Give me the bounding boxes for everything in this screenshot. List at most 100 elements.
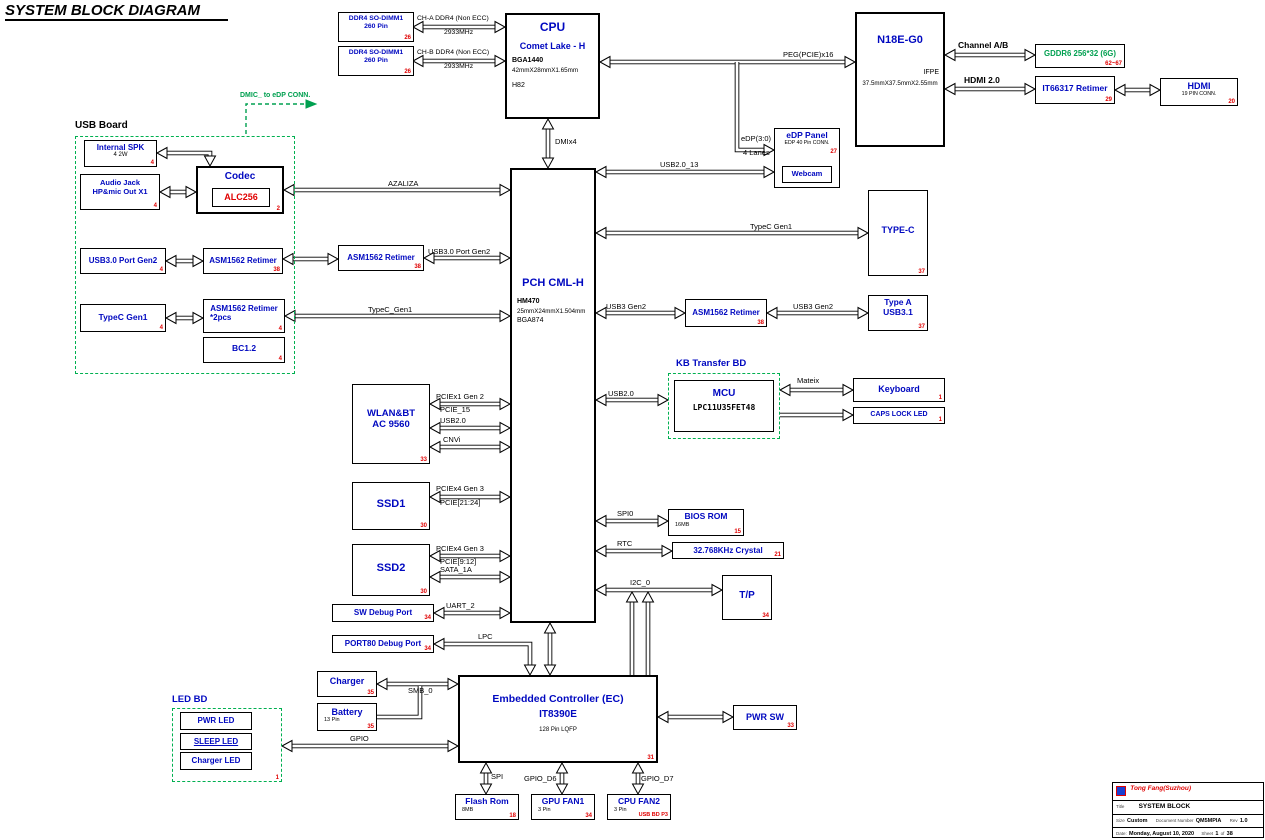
- block-asm1562-d: ASM1562 Retimer 38: [685, 299, 767, 327]
- block-keyboard: Keyboard 1: [853, 378, 945, 402]
- typec-gen1-ref: 4: [159, 325, 163, 331]
- net-label-pcie15: PCIE_15: [440, 405, 471, 414]
- net-label-pcie2124: PCIE[21:24]: [440, 498, 481, 507]
- typec-gen1-title: TypeC Gen1: [98, 312, 148, 322]
- kb-transfer-bd-label: KB Transfer BD: [676, 358, 747, 369]
- block-edp-panel: eDP Panel EDP 40 Pin CONN. Webcam 27: [774, 128, 840, 188]
- block-charger-led: Charger LED: [180, 752, 252, 770]
- gpu-dimensions: 37.5mmX37.5mmX2.55mm: [862, 79, 938, 87]
- asm1562-c-line1: ASM1562 Retimer: [210, 304, 278, 313]
- net-label-channel-ab: Channel A/B: [958, 40, 1009, 50]
- date-value: Monday, August 10, 2020: [1129, 831, 1195, 837]
- doc-label: Document Number: [1155, 818, 1194, 823]
- type-c-ref: 37: [918, 269, 925, 275]
- wlan-ref: 33: [420, 457, 427, 463]
- asm1562-d-ref: 38: [757, 320, 764, 326]
- company-name: Tong Fang(Suzhou): [1130, 785, 1192, 792]
- block-sleep-led: SLEEP LED: [180, 733, 252, 750]
- block-type-c: TYPE-C 37: [868, 190, 928, 276]
- dimm1-title: DDR4 SO-DIMM1: [348, 15, 404, 22]
- block-gpu-fan1: GPU FAN1 3 Pin 34: [531, 794, 595, 820]
- doc-value: QM5MPIA: [1195, 818, 1222, 824]
- mcu-title: MCU: [712, 388, 736, 399]
- dimm2-title: DDR4 SO-DIMM1: [348, 49, 404, 56]
- ec-title: Embedded Controller (EC): [492, 693, 624, 705]
- edp-ref: 27: [830, 149, 837, 155]
- it66317-title: IT66317 Retimer: [1042, 83, 1108, 93]
- title-block: Tong Fang(Suzhou) Title SYSTEM BLOCK Siz…: [1112, 782, 1264, 838]
- block-sw-debug-port: SW Debug Port 34: [332, 604, 434, 622]
- battery-pins: 13 Pin: [324, 717, 340, 724]
- edp-title: eDP Panel: [786, 130, 828, 140]
- net-label-uart2: UART_2: [446, 601, 475, 610]
- block-dimm2: DDR4 SO-DIMM1 260 Pin 26: [338, 46, 414, 76]
- caps-led-title: CAPS LOCK LED: [870, 411, 928, 418]
- battery-ref: 35: [367, 724, 374, 730]
- block-asm1562-c: ASM1562 Retimer *2pcs 4: [203, 299, 285, 333]
- pch-dimensions: 25mmX24mmX1.504mm: [517, 307, 586, 315]
- gddr6-title: GDDR6 256*32 (6G): [1044, 49, 1116, 58]
- gpu-fan-pins: 3 Pin: [538, 806, 551, 813]
- title-block-company-row: Tong Fang(Suzhou): [1113, 783, 1263, 801]
- sheet-total: 38: [1226, 831, 1233, 837]
- touchpad-ref: 34: [762, 613, 769, 619]
- block-mcu: MCU LPC11U35FET48: [674, 380, 774, 432]
- net-label-gpio: GPIO: [350, 734, 369, 743]
- ssd2-title: SSD2: [376, 562, 406, 574]
- dimm2-ref: 26: [404, 69, 411, 75]
- net-label-usb3-gen2-b: USB3 Gen2: [793, 302, 834, 311]
- net-label-peg: PEG(PCIE)x16: [783, 50, 834, 59]
- block-port80-debug-port: PORT80 Debug Port 34: [332, 635, 434, 653]
- keyboard-title: Keyboard: [878, 384, 920, 394]
- gpu-sub: IFPE: [923, 68, 939, 76]
- crystal-title: 32.768KHz Crystal: [693, 546, 763, 555]
- net-label-dmi: DMIx4: [555, 137, 577, 146]
- block-ec: Embedded Controller (EC) IT8390E 128 Pin…: [458, 675, 658, 763]
- it66317-ref: 29: [1105, 97, 1112, 103]
- block-type-a-usb31: Type A USB3.1 37: [868, 295, 928, 331]
- block-wlan-bt: WLAN&BT AC 9560 33: [352, 384, 430, 464]
- cpu-fan-pins: 3 Pin: [614, 806, 627, 813]
- sheet-title: SYSTEM BLOCK: [1138, 803, 1191, 810]
- net-label-usb2-13: USB2.0_13: [660, 160, 699, 169]
- block-flash-rom: Flash Rom 8MB 18: [455, 794, 519, 820]
- ssd1-title: SSD1: [376, 498, 406, 510]
- charger-ref: 35: [367, 690, 374, 696]
- net-label-rtc: RTC: [617, 539, 633, 548]
- mcu-part: LPC11U35FET48: [692, 402, 756, 412]
- gpu-title: N18E-G0: [877, 34, 923, 46]
- net-label-pcie912: PCIE[9:12]: [440, 557, 477, 566]
- ssd2-ref: 30: [420, 589, 427, 595]
- dimm1-ref: 26: [404, 35, 411, 41]
- pch-package: BGA874: [517, 316, 544, 324]
- sw-debug-ref: 34: [424, 615, 431, 621]
- hdmi-ref: 20: [1228, 99, 1235, 105]
- block-dimm1: DDR4 SO-DIMM1 260 Pin 26: [338, 12, 414, 42]
- ec-part: IT8390E: [539, 709, 577, 721]
- cpu-fan-note: USB BD P3: [638, 811, 668, 818]
- ec-ref: 31: [647, 755, 654, 761]
- title-block-title-row: Title SYSTEM BLOCK: [1113, 801, 1263, 815]
- block-ssd2: SSD2 30: [352, 544, 430, 596]
- gpu-fan-ref: 34: [585, 813, 592, 819]
- asm1562-d-title: ASM1562 Retimer: [692, 308, 760, 317]
- block-it66317: IT66317 Retimer 29: [1035, 76, 1115, 104]
- block-gddr6: GDDR6 256*32 (6G) 62~67: [1035, 44, 1125, 68]
- gpu-fan-title: GPU FAN1: [541, 796, 585, 806]
- size-value: Custom: [1127, 818, 1148, 824]
- dimm2-pins: 260 Pin: [364, 56, 388, 64]
- usb-board-outline: [75, 136, 295, 374]
- bios-size: 16MB: [675, 521, 690, 528]
- net-label-usb2-wlan: USB2.0: [440, 416, 466, 425]
- page-title: SYSTEM BLOCK DIAGRAM: [5, 2, 228, 21]
- kb-transfer-bd-outline: [668, 373, 780, 439]
- pwr-sw-ref: 33: [787, 723, 794, 729]
- block-typec-gen1: TypeC Gen1 4: [80, 304, 166, 332]
- net-label-typec-gen1-left: TypeC_Gen1: [368, 305, 413, 314]
- type-a-ref: 37: [918, 324, 925, 330]
- usb-board-label: USB Board: [75, 120, 128, 131]
- type-c-title: TYPE-C: [881, 225, 915, 235]
- bc12-ref: 4: [278, 356, 282, 362]
- block-pch: PCH CML-H HM470 25mmX24mmX1.504mm BGA874: [510, 168, 596, 623]
